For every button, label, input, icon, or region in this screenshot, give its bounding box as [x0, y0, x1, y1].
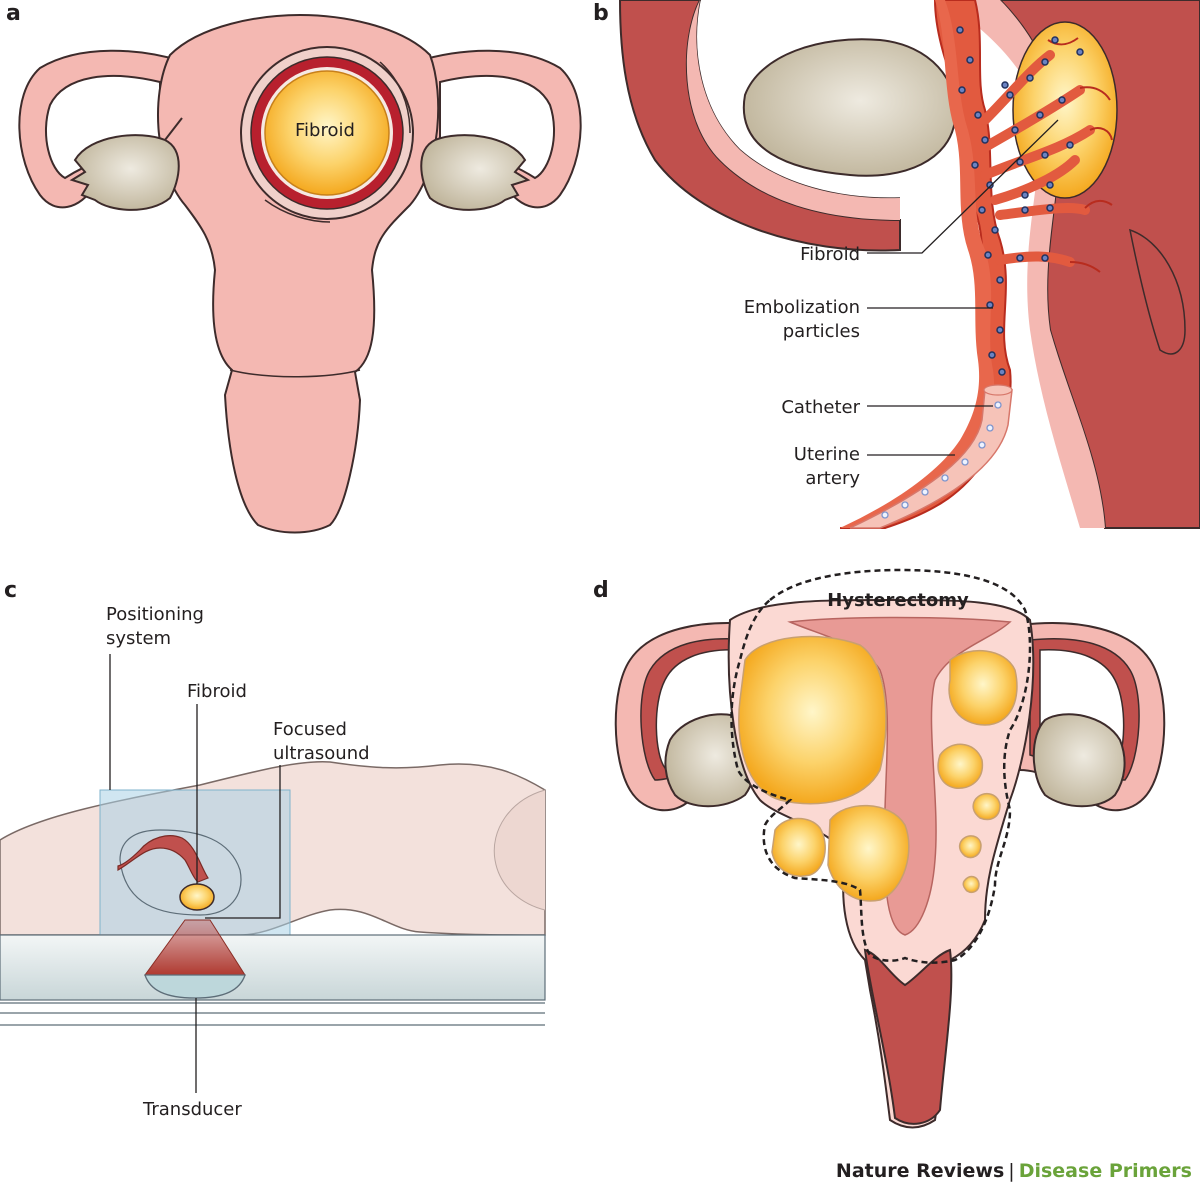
label-focused-2: ultrasound — [273, 743, 370, 764]
label-embolization-1: Embolization — [744, 297, 860, 318]
series-name: Disease Primers — [1018, 1160, 1192, 1182]
ovary-b — [742, 38, 957, 177]
fibroids-d — [738, 635, 1018, 902]
fibroid-right-small2-d — [958, 835, 982, 859]
journal-footer: Nature Reviews|Disease Primers — [836, 1160, 1192, 1182]
label-catheter: Catheter — [781, 397, 860, 418]
panel-b: b — [593, 0, 1200, 529]
fibroid-low-left-d — [771, 817, 826, 877]
fibroid-large-d — [738, 635, 887, 805]
left-ovary — [69, 134, 180, 211]
cervix-d — [863, 948, 953, 1125]
uterus-c — [117, 835, 209, 883]
label-uterine-1: Uterine — [794, 444, 860, 465]
fibroid-right-mid-d — [937, 743, 984, 789]
label-fibroid-c: Fibroid — [187, 681, 247, 702]
label-fibroid-b: Fibroid — [800, 244, 860, 265]
leader-focused-ultrasound — [205, 765, 281, 919]
label-positioning-2: system — [106, 628, 171, 649]
journal-name: Nature Reviews — [835, 1160, 1005, 1182]
uterus-a — [18, 13, 582, 534]
transducer — [144, 974, 246, 999]
fibroid-low-mid-d — [827, 804, 910, 902]
treatment-table — [0, 934, 546, 1001]
fibroid-right-upper-d — [948, 649, 1018, 726]
uterine-cavity-d — [787, 616, 1012, 936]
panel-letter-a: a — [6, 1, 21, 26]
footer-separator: | — [1008, 1160, 1015, 1182]
fibroid-right-small1-d — [972, 793, 1001, 821]
panel-c: c Positioning system Fibroid Focused ult… — [0, 578, 546, 1120]
label-embolization-2: particles — [783, 321, 860, 342]
label-transducer: Transducer — [142, 1099, 242, 1120]
label-hysterectomy: Hysterectomy — [827, 590, 969, 611]
leader-fibroid-b — [867, 119, 1059, 254]
fibroid-c — [179, 883, 215, 911]
label-uterine-2: artery — [805, 468, 860, 489]
label-fibroid-a: Fibroid — [295, 120, 355, 141]
panel-letter-d: d — [593, 578, 609, 603]
right-ovary — [420, 134, 531, 211]
fibroid-right-small3-d — [962, 875, 980, 894]
panel-letter-b: b — [593, 1, 609, 26]
fibroid-a — [264, 70, 390, 196]
right-ovary-d — [1032, 713, 1126, 808]
panel-a: a Fibroid — [6, 1, 582, 534]
catheter-particles — [881, 401, 1002, 519]
label-focused-1: Focused — [273, 719, 347, 740]
label-positioning-1: Positioning — [106, 604, 204, 625]
panel-letter-c: c — [4, 578, 17, 603]
embolization-particles — [956, 26, 1084, 376]
hysterectomy-outline — [730, 568, 1032, 964]
panel-d: d Hysterectomy — [593, 568, 1166, 1129]
